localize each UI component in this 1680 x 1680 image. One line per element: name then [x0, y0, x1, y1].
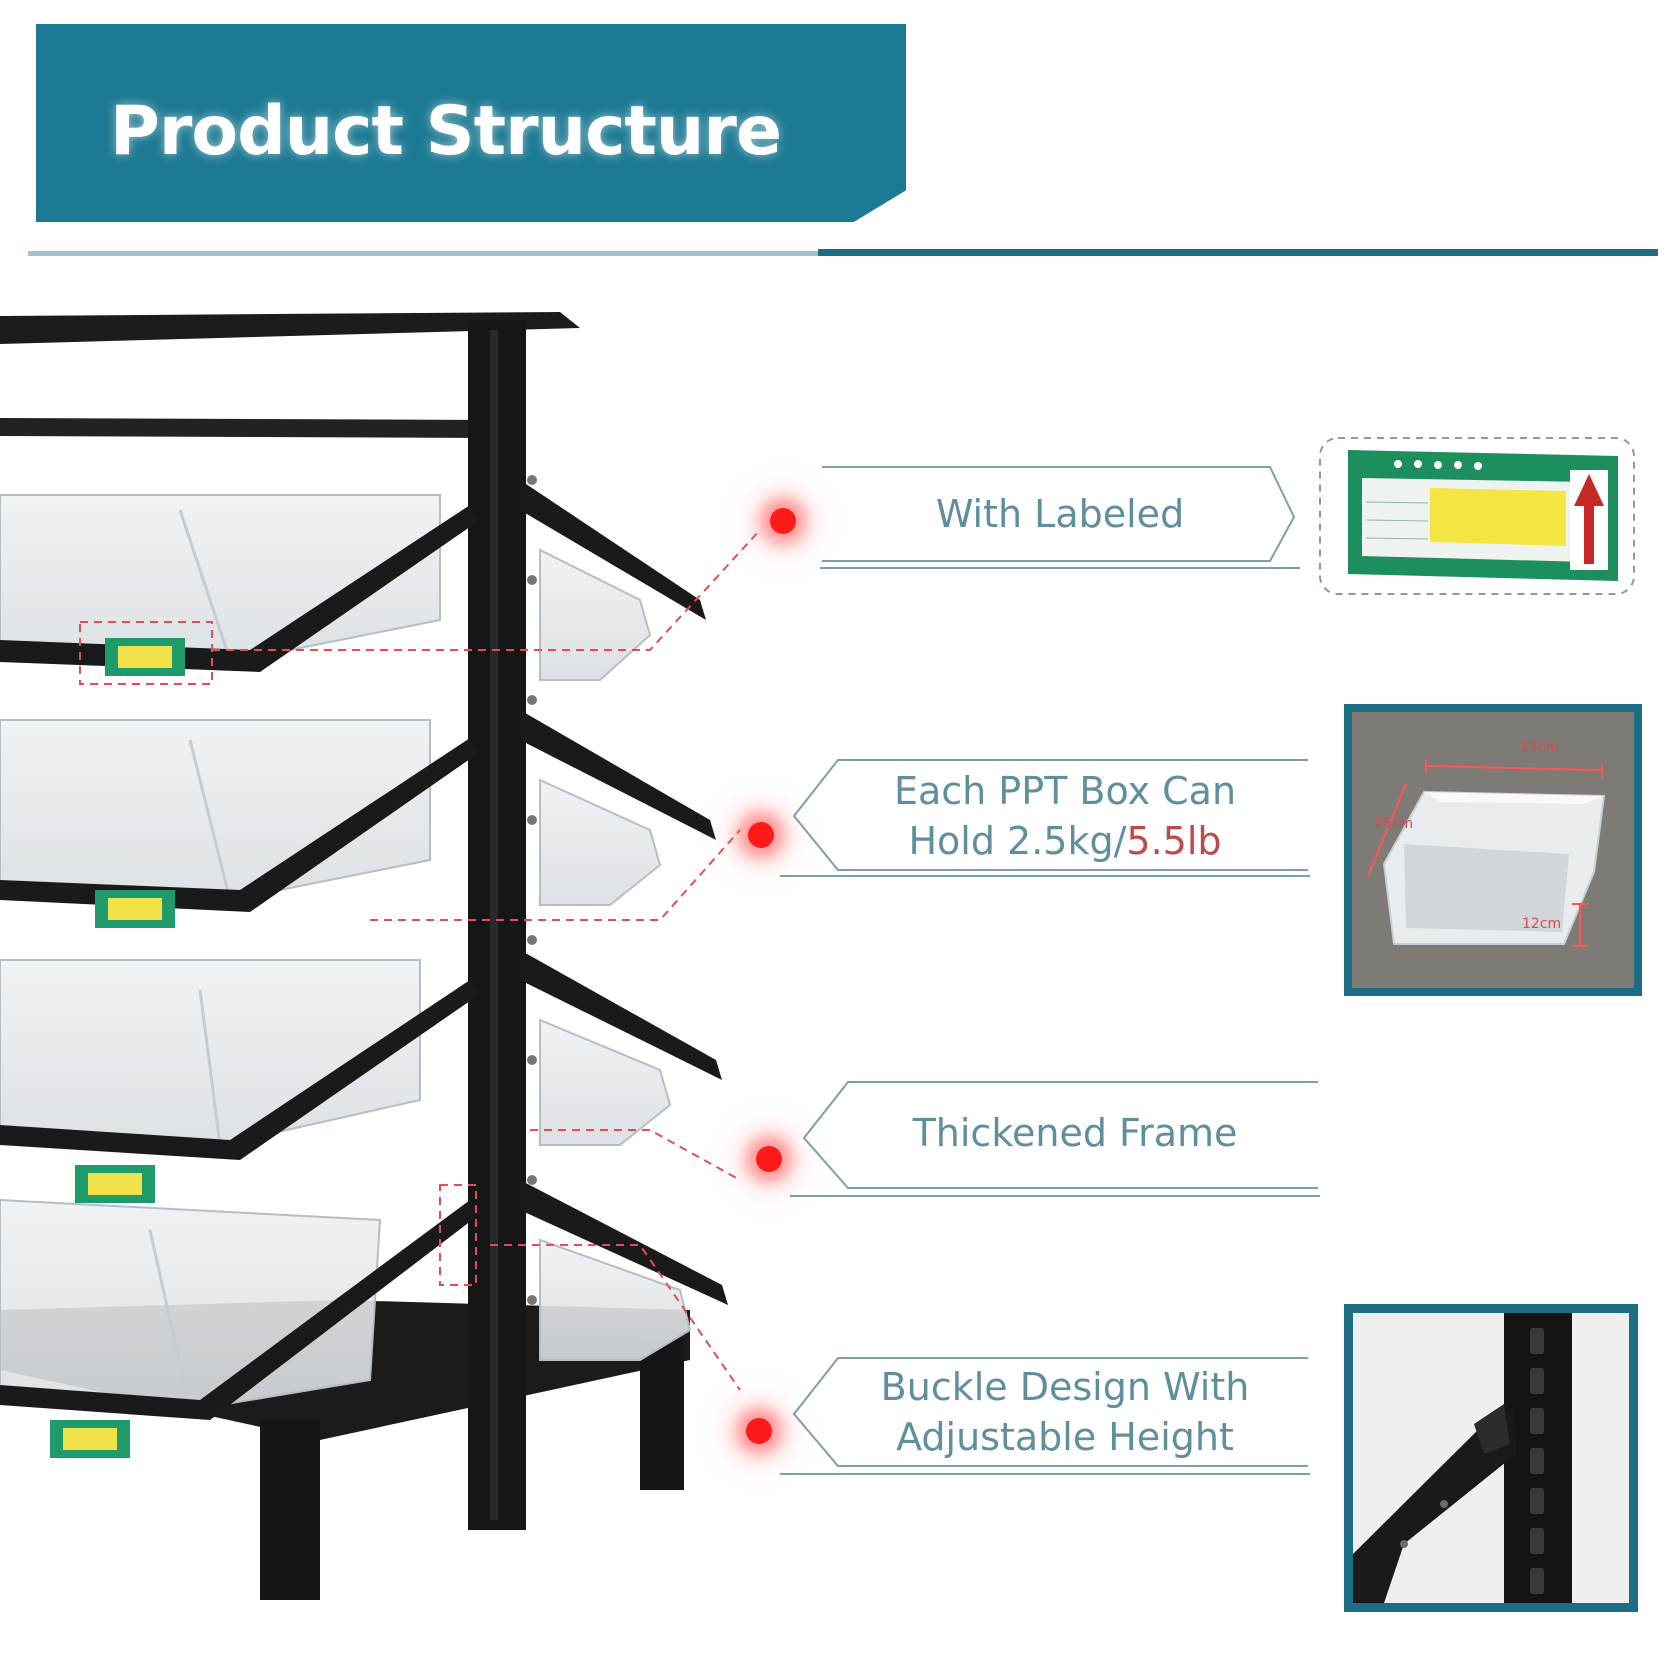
callout-line-1: Buckle Design With: [880, 1365, 1250, 1409]
callout-frame: [790, 1081, 1320, 1197]
rack-illustration: [0, 312, 760, 1600]
weight-lb: 5.5lb: [1126, 819, 1222, 863]
box-dimension-thumbnail: 13cm 25cm 12cm: [1344, 704, 1642, 996]
shelf-tier-3: [0, 950, 722, 1203]
shelf-tier-1: [0, 480, 706, 681]
callout-buckle-design: Buckle Design With Adjustable Height: [780, 1356, 1310, 1476]
callout-dot-3: [756, 1146, 782, 1172]
callout-dot-4: [746, 1418, 772, 1444]
divider-dark: [818, 249, 1658, 256]
weight-kg: Hold 2.5kg/: [908, 819, 1127, 863]
box-dimension-photo: [1352, 712, 1634, 988]
label-detail-thumbnail: [1319, 437, 1635, 595]
callout-frame: [780, 1357, 1310, 1475]
shelf-tier-4: [0, 1180, 728, 1458]
dimension-width: 13cm: [1520, 740, 1560, 756]
callout-with-labeled: With Labeled: [820, 465, 1300, 570]
callout-line-1: Each PPT Box Can: [893, 769, 1237, 813]
divider-light: [28, 251, 818, 256]
callout-line-2: Adjustable Height: [896, 1415, 1234, 1459]
callout-frame: [820, 466, 1300, 569]
shelf-tier-2: [0, 710, 716, 928]
buckle-detail-thumbnail: [1344, 1304, 1638, 1612]
callout-frame: [780, 759, 1310, 877]
title-banner: [36, 24, 906, 222]
callout-dot-2: [748, 822, 774, 848]
dimension-height: 12cm: [1522, 916, 1562, 932]
callout-label: With Labeled: [935, 492, 1185, 536]
callout-line-2: Hold 2.5kg/5.5lb: [780, 816, 1310, 866]
callout-thickened-frame: Thickened Frame: [790, 1080, 1320, 1200]
dimension-depth: 25cm: [1374, 816, 1414, 832]
callout-box-capacity: Each PPT Box Can Hold 2.5kg/5.5lb: [780, 758, 1310, 878]
page-title: Product Structure: [110, 92, 782, 171]
callout-dot-1: [770, 508, 796, 534]
callout-label: Thickened Frame: [912, 1111, 1238, 1155]
